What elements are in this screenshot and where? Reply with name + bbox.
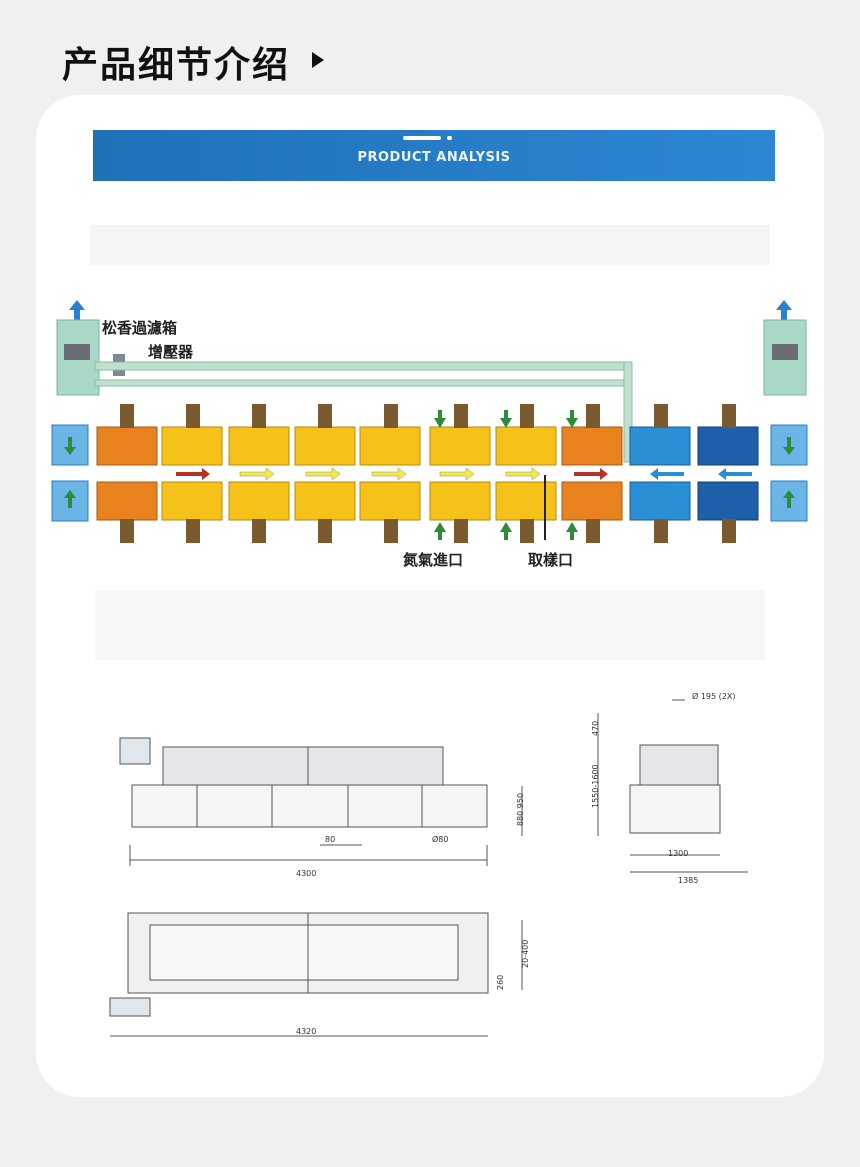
zone-1-top: [96, 426, 158, 466]
faded-header-area: [90, 225, 770, 265]
zone-8-top: [561, 426, 623, 466]
zones-bottom-row: [96, 481, 759, 521]
zone-2-top: [161, 426, 223, 466]
flow-arrow-icon: [239, 467, 275, 481]
zone-4-bottom: [294, 481, 356, 521]
filter-grille: [772, 344, 798, 360]
motors-top: [120, 404, 736, 428]
nitrogen-arrow-icon: [500, 522, 512, 540]
front-height-dim: 1550-1600: [591, 764, 600, 808]
flow-arrow-icon: [305, 467, 341, 481]
motors-bottom: [120, 519, 736, 543]
play-arrow-icon: [312, 52, 324, 68]
nitrogen-arrow-icon: [500, 410, 512, 428]
down-arrow-icon: [64, 437, 76, 455]
down-arrow-icon: [783, 437, 795, 455]
faded-footer-area: [95, 590, 765, 660]
nitrogen-arrow-icon: [566, 410, 578, 428]
flow-arrow-icon: [176, 468, 210, 480]
nitrogen-arrow-icon: [434, 522, 446, 540]
outer-width-dim: 1385: [678, 876, 698, 885]
section-title: 产品细节介绍: [62, 45, 291, 86]
wheel-dim: Ø80: [432, 834, 448, 844]
inner-width-dim: 1300: [668, 849, 688, 858]
cool-zone-2-bottom: [697, 481, 759, 521]
rosin-filter-label: 松香過濾箱: [102, 319, 177, 337]
cool-zone-1-top: [629, 426, 691, 466]
flow-arrow-icon: [505, 467, 541, 481]
offset-dim: 260: [496, 975, 505, 990]
flow-arrow-icon: [574, 468, 608, 480]
up-arrow-icon: [783, 490, 795, 508]
exhaust-arrow-icon: [69, 300, 85, 320]
banner-decor-bar: [403, 136, 441, 140]
monitor-icon: [119, 737, 151, 765]
nitrogen-arrow-icon: [566, 522, 578, 540]
top-dia-dim: Ø 195 (2X): [692, 691, 735, 701]
sampling-port-label: 取樣口: [528, 551, 573, 569]
booster-label: 增壓器: [148, 343, 194, 361]
banner: PRODUCT ANALYSIS: [93, 130, 775, 181]
cool-zone-2-top: [697, 426, 759, 466]
zone-6-top: [429, 426, 491, 466]
range-dim: 20-400: [521, 940, 530, 968]
hood-dim: 470: [591, 721, 600, 736]
banner-title: PRODUCT ANALYSIS: [357, 150, 511, 165]
up-arrow-icon: [64, 490, 76, 508]
flow-arrow-icon: [371, 467, 407, 481]
zone-3-bottom: [228, 481, 290, 521]
exhaust-arrow-icon: [776, 300, 792, 320]
filter-grille: [64, 344, 90, 360]
side-spacing-dim: 80: [325, 835, 335, 844]
banner-decor-dot: [447, 136, 452, 140]
top-length-dim: 4320: [296, 1027, 316, 1036]
flow-arrow-icon: [650, 468, 684, 480]
flow-arrow-icon: [439, 467, 475, 481]
front-view-drawing: [597, 699, 748, 873]
side-view-drawing: [119, 737, 523, 866]
zone-7-top: [495, 426, 557, 466]
top-view-drawing: [109, 912, 523, 1037]
zone-8-bottom: [561, 481, 623, 521]
zones-top-row: [96, 426, 759, 466]
nitrogen-inlet-label: 氮氣進口: [403, 551, 463, 569]
side-height-dim: 880 950: [516, 793, 525, 826]
cool-zone-1-bottom: [629, 481, 691, 521]
zone-4-top: [294, 426, 356, 466]
side-length-dim: 4300: [296, 869, 316, 878]
nitrogen-arrow-icon: [434, 410, 446, 428]
flow-arrow-icon: [718, 468, 752, 480]
zone-3-top: [228, 426, 290, 466]
zone-6-bottom: [429, 481, 491, 521]
pipe-down: [623, 361, 633, 463]
